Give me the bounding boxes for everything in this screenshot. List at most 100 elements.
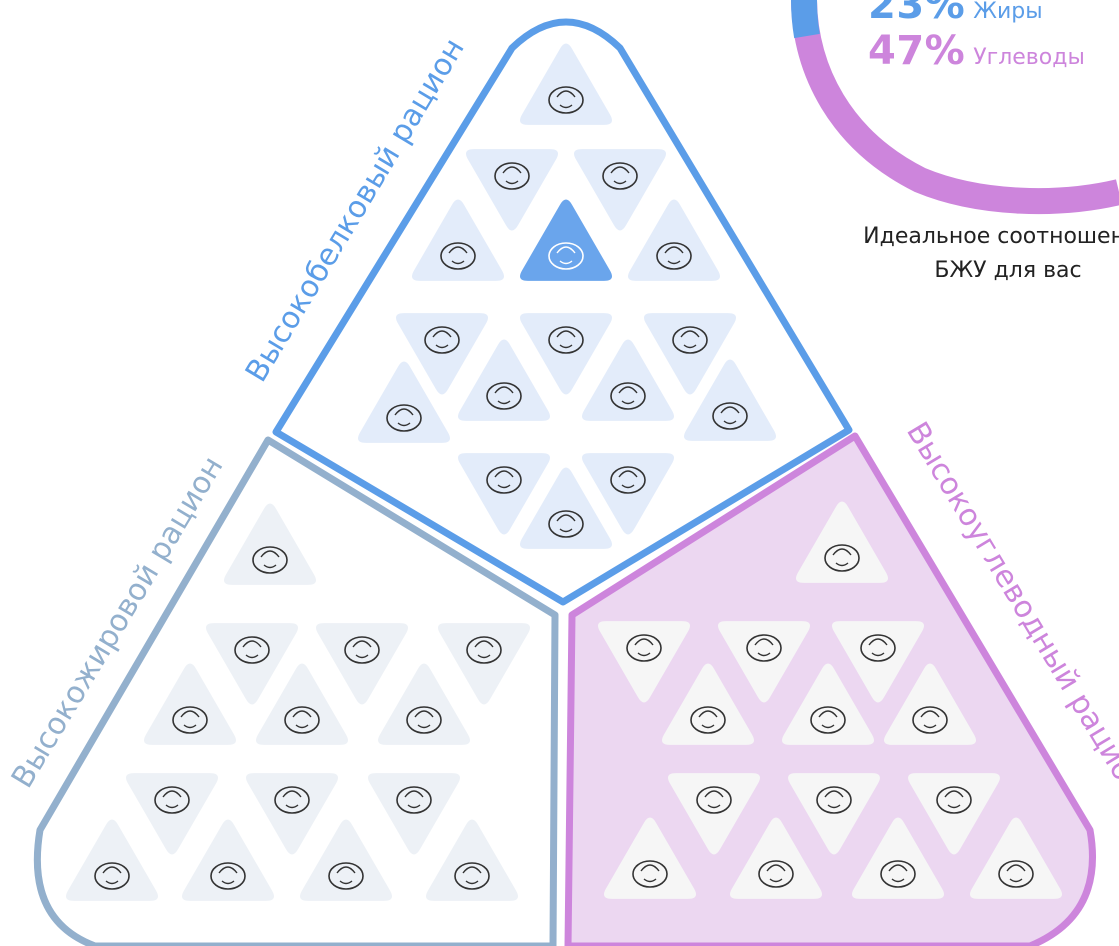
food-tile [378, 663, 470, 745]
food-tile [520, 313, 612, 395]
tile-background [684, 359, 776, 441]
food-tile [604, 817, 696, 899]
beef-icon [548, 326, 584, 354]
potato-icon [936, 786, 972, 814]
food-tile [832, 621, 924, 703]
food-tile [316, 623, 408, 705]
food-tile [782, 663, 874, 745]
caption-line-2: БЖУ для вас [934, 258, 1082, 283]
food-tile [368, 773, 460, 855]
food-tile [908, 773, 1000, 855]
food-tile [520, 43, 612, 125]
food-tile [300, 819, 392, 901]
pepper-icon [758, 860, 794, 888]
grapes-icon [816, 786, 852, 814]
food-tile [396, 313, 488, 395]
chicken-icon [548, 86, 584, 114]
pistachio-icon [454, 862, 490, 890]
sunflower-seeds-icon [274, 786, 310, 814]
hazelnut-icon [344, 636, 380, 664]
milk-icon [548, 510, 584, 538]
food-tile [582, 453, 674, 535]
food-tile [144, 663, 236, 745]
food-tile [644, 313, 736, 395]
tile-background [66, 819, 158, 901]
tile-background [852, 817, 944, 899]
food-tile [520, 199, 612, 281]
food-tile [970, 817, 1062, 899]
fat-percent: 23% [868, 0, 966, 28]
food-tile [884, 663, 976, 745]
corn-icon [810, 706, 846, 734]
food-tile [66, 819, 158, 901]
tile-background [796, 501, 888, 583]
pork-icon [610, 382, 646, 410]
tile-background [520, 467, 612, 549]
food-tile [582, 339, 674, 421]
food-tile [788, 773, 880, 855]
food-tile [206, 623, 298, 705]
olive-oil-icon [94, 862, 130, 890]
tile-background [412, 199, 504, 281]
fish-icon [602, 162, 638, 190]
food-tile [426, 819, 518, 901]
cow-icon [610, 466, 646, 494]
food-tile [224, 503, 316, 585]
soybean-icon [712, 402, 748, 430]
food-tile [458, 453, 550, 535]
tile-background [224, 503, 316, 585]
tile-background [300, 819, 392, 901]
food-tile [662, 663, 754, 745]
ham-icon [172, 706, 208, 734]
food-tile [466, 149, 558, 231]
ideal-ratio-caption: Идеальное соотношение БЖУ для вас [838, 220, 1119, 288]
food-tile [520, 467, 612, 549]
protein-section-border [272, 18, 853, 606]
food-tile [246, 773, 338, 855]
peanut-icon [824, 544, 860, 572]
macro-ring [791, 0, 1119, 215]
olives-icon [328, 862, 364, 890]
tile-background [662, 663, 754, 745]
tile-background [782, 663, 874, 745]
cheese-icon [284, 706, 320, 734]
lobster-icon [494, 162, 530, 190]
tile-background [256, 663, 348, 745]
food-tile [256, 663, 348, 745]
fat-label: Жиры [973, 0, 1043, 24]
caption-line-1: Идеальное соотношение [863, 224, 1119, 249]
seeds-icon [252, 546, 288, 574]
cottage-cheese-icon [486, 382, 522, 410]
chocolate-icon [632, 860, 668, 888]
eggplant-icon [746, 634, 782, 662]
carb-label: Углеводы [973, 45, 1085, 70]
beans-icon [860, 634, 896, 662]
food-tile [438, 623, 530, 705]
cherry-icon [696, 786, 732, 814]
carb-food-tiles [598, 501, 1062, 899]
food-tile [458, 339, 550, 421]
rosemary-icon [880, 860, 916, 888]
mushroom-icon [672, 326, 708, 354]
food-tile [598, 621, 690, 703]
food-tile [852, 817, 944, 899]
food-tile [182, 819, 274, 901]
tile-background [426, 819, 518, 901]
duck-icon [386, 404, 422, 432]
food-tile [730, 817, 822, 899]
avocado-icon [406, 706, 442, 734]
rabbit-icon [548, 242, 584, 270]
apple-icon [998, 860, 1034, 888]
tile-background [520, 199, 612, 281]
tile-background [582, 339, 674, 421]
food-tile [684, 359, 776, 441]
gravy-boat-icon [466, 636, 502, 664]
tile-background [378, 663, 470, 745]
sausage-icon [424, 326, 460, 354]
coconut-icon [210, 862, 246, 890]
food-tile [796, 501, 888, 583]
walnut-icon [396, 786, 432, 814]
mackerel-icon [234, 636, 270, 664]
tile-background [884, 663, 976, 745]
